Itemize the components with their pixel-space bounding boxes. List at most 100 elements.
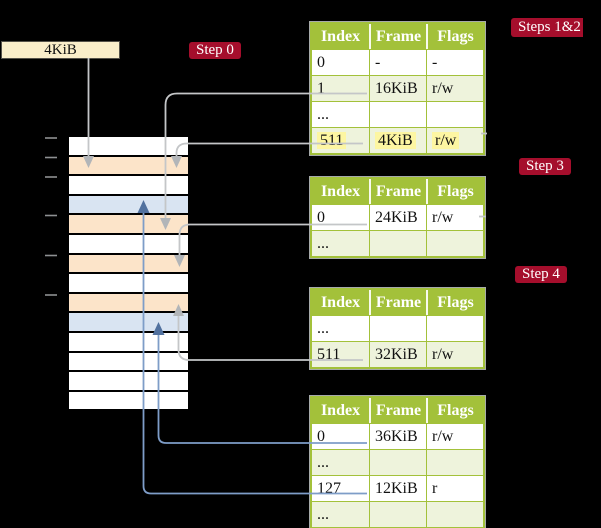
memory-frame-orange <box>69 293 188 312</box>
memory-frame-white <box>69 391 188 410</box>
memory-frame-white <box>69 332 188 351</box>
table-row: 0 36KiB r/w <box>312 423 483 449</box>
cell-text: 24KiB <box>375 209 418 226</box>
table-row: 1 16KiB r/w <box>312 75 483 101</box>
table-cell: ... <box>312 102 369 127</box>
table-cell: 32KiB <box>369 342 426 367</box>
table-cell: r <box>426 476 483 501</box>
table-row: ... <box>312 449 483 475</box>
cell-text: 511 <box>317 346 341 363</box>
cell-text: ... <box>317 454 329 471</box>
table-row: 511 32KiB r/w <box>312 341 483 367</box>
table-cell <box>426 231 483 256</box>
memory-frame-white <box>69 176 188 194</box>
table-cell: 12KiB <box>369 476 426 501</box>
cell-text: r/w <box>432 209 454 226</box>
highlighted-cell-text: 511 <box>317 132 347 149</box>
table-row: 127 12KiB r <box>312 475 483 501</box>
column-header: Frame <box>369 24 426 49</box>
table-cell <box>426 102 483 127</box>
column-header: Frame <box>369 398 426 423</box>
table-cell <box>426 450 483 475</box>
memory-frame-white <box>69 372 188 390</box>
column-header: Frame <box>369 290 426 315</box>
frame-address-box: 4KiB <box>1 41 120 59</box>
table-cell: 511 <box>312 128 369 153</box>
table-cell: ... <box>312 502 369 527</box>
cell-text: 12KiB <box>375 480 418 497</box>
cell-text: r/w <box>432 428 454 445</box>
cell-text: 36KiB <box>375 428 418 445</box>
memory-frame-orange <box>69 156 188 175</box>
table-cell: 0 <box>312 50 369 75</box>
column-header: Index <box>320 28 361 45</box>
table-cell: 511 <box>312 342 369 367</box>
memory-frame-white <box>69 352 188 371</box>
column-header: Flags <box>426 24 483 49</box>
table-cell <box>369 316 426 341</box>
table-cell: r/w <box>426 76 483 101</box>
table-cell <box>369 102 426 127</box>
table-row: ... <box>312 315 483 341</box>
column-header: Flags <box>426 179 483 204</box>
table-cell: 0 <box>312 205 369 230</box>
cell-text: - <box>432 54 438 71</box>
cell-text: 16KiB <box>375 80 418 97</box>
table-cell: ... <box>312 316 369 341</box>
cell-text: 1 <box>317 80 325 97</box>
column-header: Index <box>320 402 361 419</box>
column-header: Flags <box>426 398 483 423</box>
step4-label: Step 4 <box>515 266 567 283</box>
table-cell <box>369 450 426 475</box>
table-row: 511 4KiB r/w <box>312 127 483 153</box>
cell-text: ... <box>317 320 329 337</box>
table-cell: ... <box>312 450 369 475</box>
table-cell <box>426 316 483 341</box>
cell-text: ... <box>317 106 329 123</box>
column-header: Index <box>320 183 361 200</box>
step3-label: Step 3 <box>519 158 571 175</box>
table-row: 0 - - <box>312 49 483 75</box>
table-cell: r/w <box>426 205 483 230</box>
table-cell: 0 <box>312 424 369 449</box>
table-cell: r/w <box>426 128 483 153</box>
cell-text: 32KiB <box>375 346 418 363</box>
column-header: Frame <box>369 179 426 204</box>
highlighted-cell-text: 4KiB <box>375 132 416 149</box>
table-cell: r/w <box>426 424 483 449</box>
highlighted-cell-text: r/w <box>432 132 460 149</box>
cell-text: 127 <box>317 480 341 497</box>
column-header: Flags <box>426 290 483 315</box>
column-header: Index <box>320 294 361 311</box>
table-cell: 16KiB <box>369 76 426 101</box>
table-cell: - <box>369 50 426 75</box>
table-cell: r/w <box>426 342 483 367</box>
table-cell: ... <box>312 231 369 256</box>
table-cell <box>369 502 426 527</box>
cell-text: 0 <box>317 54 325 71</box>
table-cell: 24KiB <box>369 205 426 230</box>
cell-text: ... <box>317 506 329 523</box>
cell-text: - <box>375 54 381 71</box>
cell-text: r/w <box>432 346 454 363</box>
memory-frame-orange <box>69 254 188 273</box>
table-row: ... <box>312 501 483 527</box>
cell-text: 0 <box>317 428 325 445</box>
table-cell: 127 <box>312 476 369 501</box>
memory-frame-blue <box>69 195 188 214</box>
table-cell <box>369 231 426 256</box>
table-cell: 4KiB <box>369 128 426 153</box>
memory-stack <box>69 137 188 411</box>
memory-frame-orange <box>69 215 188 233</box>
step0-label: Step 0 <box>189 42 241 59</box>
memory-frame-white <box>69 234 188 253</box>
